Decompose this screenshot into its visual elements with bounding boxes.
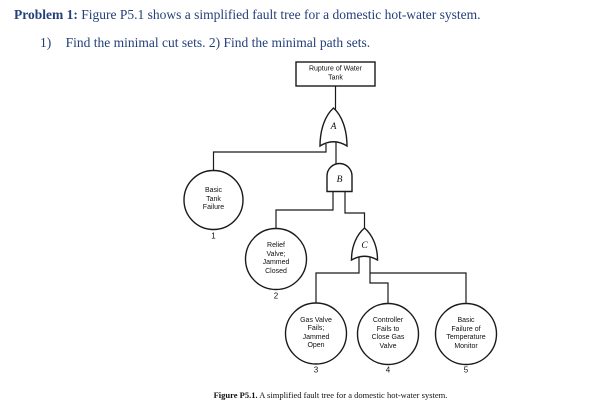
- problem-label: Problem 1:: [14, 7, 78, 22]
- basic-event-5-label: Basic Failure of Temperature Monitor: [446, 316, 486, 350]
- basic-event-2-number: 2: [273, 291, 279, 300]
- connector-gateC-to-event4: [369, 256, 389, 304]
- basic-event-4-circle: [356, 302, 420, 366]
- figure-caption-text: A simplified fault tree for a domestic h…: [259, 390, 448, 400]
- connector-gateB-to-gateC: [344, 191, 366, 230]
- top-event-box: [295, 61, 376, 87]
- basic-event-1-label: Basic Tank Failure: [202, 187, 225, 212]
- connector-gateC-to-event3: [315, 256, 360, 304]
- basic-event-3-number: 3: [313, 365, 319, 374]
- basic-event-3-circle: [284, 302, 348, 365]
- gate-B-label: B: [336, 175, 343, 185]
- task-list-item: 1) Find the minimal cut sets. 2) Find th…: [40, 35, 370, 51]
- figure-caption-label: Figure P5.1.: [213, 390, 258, 400]
- basic-event-1-circle: [183, 169, 244, 231]
- and-gate-B-icon: [326, 162, 353, 193]
- basic-event-2-label: Relief Valve; Jammed Closed: [262, 241, 290, 275]
- problem-statement: Problem 1: Figure P5.1 shows a simplifie…: [14, 7, 481, 23]
- basic-event-5-number: 5: [463, 365, 469, 375]
- or-gate-C-icon: [350, 227, 379, 262]
- connector-gateC-to-event5: [370, 272, 467, 304]
- connector-gateB-to-event2: [275, 191, 334, 229]
- problem-text: Figure P5.1 shows a simplified fault tre…: [81, 7, 481, 22]
- or-gate-A-icon: [319, 107, 348, 148]
- connector-lines: [212, 86, 467, 304]
- basic-event-2-circle: [244, 227, 308, 291]
- gate-A-label: A: [330, 122, 337, 132]
- figure-caption: Figure P5.1. A simplified fault tree for…: [140, 390, 521, 400]
- top-event-label: Rupture of Water Tank: [308, 65, 363, 81]
- basic-event-1-number: 1: [211, 231, 216, 241]
- basic-event-5-circle: [434, 302, 498, 366]
- task-item-text: Find the minimal cut sets. 2) Find the m…: [65, 35, 371, 50]
- gate-C-label: C: [361, 241, 368, 251]
- task-item-number: 1): [40, 35, 52, 50]
- basic-event-4-number: 4: [385, 365, 391, 375]
- basic-event-4-label: Controller Fails to Close Gas Valve: [371, 316, 405, 350]
- connector-gateA-to-event1: [212, 144, 327, 171]
- basic-event-3-label: Gas Valve Fails; Jammed Open: [300, 316, 332, 350]
